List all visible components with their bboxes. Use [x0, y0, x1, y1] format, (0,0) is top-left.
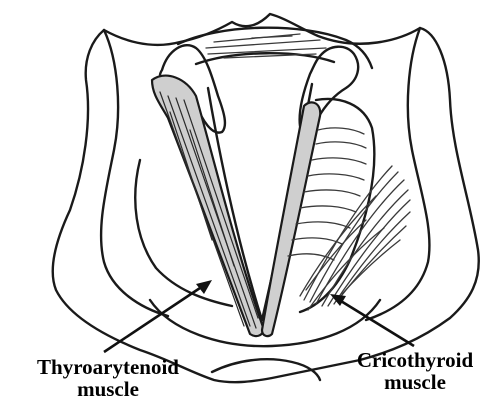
left-thyroid-ala-inner [101, 30, 168, 316]
right-vocal-band [262, 102, 320, 336]
thyroarytenoid-label-line1: Thyroarytenoid [8, 356, 208, 378]
thyroarytenoid-label-line2: muscle [8, 378, 208, 400]
cricoid-lamina-inner [196, 53, 334, 64]
right-thyroid-ala-inner [366, 28, 429, 320]
cricothyroid-label-line2: muscle [336, 371, 494, 393]
thyroarytenoid-label: Thyroarytenoid muscle [8, 356, 208, 400]
cricoid-ring-lower [212, 359, 320, 380]
cricothyroid-label: Cricothyroid muscle [336, 349, 494, 393]
cricothyroid-label-line1: Cricothyroid [336, 349, 494, 371]
thyroarytenoid-muscle-left [152, 76, 264, 336]
